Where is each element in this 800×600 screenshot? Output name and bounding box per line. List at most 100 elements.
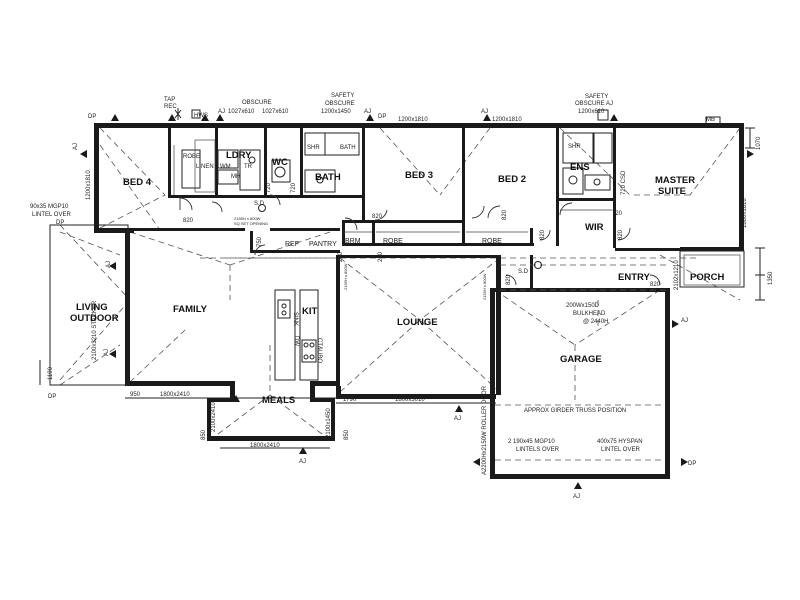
note-bulkhead: BULKHEAD [573,311,606,317]
note-door-width: 720 [266,182,272,193]
note-obscure: OBSCURE AJ [575,101,613,107]
hws-box [597,109,609,121]
room-garage: GARAGE [560,354,602,365]
room-meals: MEALS [262,395,295,406]
room-pantry: PANTRY [309,241,337,248]
note-aj: AJ [106,261,112,268]
room-robe-bed3: ROBE [383,238,403,245]
note-dim: 950 [130,392,141,398]
note-dp: DP [688,461,696,467]
note-opening: SQ SET OPENING [234,221,268,226]
note-window-size: 1200x1810 [492,117,522,123]
note-window-size: 1200x1450 [321,109,351,115]
note-bulkhead: @ 2440H [583,319,608,325]
label-bath-fixture: BATH [340,145,356,151]
note-aj: AJ [218,109,225,115]
note-lintel: 90x35 MGP10 [30,204,69,210]
room-brm: BRM [345,238,361,245]
note-dim: 200 [378,251,384,262]
note-opening: 2155H x 800W [482,273,487,300]
note-obscure: OBSCURE [242,100,272,106]
note-door-width: 720 [291,182,297,193]
note-dim: 1070 [756,136,762,150]
note-door-width: 720 [612,211,623,217]
note-obscure: OBSCURE [325,101,355,107]
note-door-width: 820 [183,218,194,224]
note-door-width: 720 CSD [621,170,627,195]
smoke-detectors [174,108,721,269]
note-opening: 2155H x 800W [234,216,261,221]
note-door-width: 820 [618,229,624,240]
label-ref: REF [285,241,299,248]
note-mb: MB [706,117,715,123]
note-aj: AJ [73,143,79,150]
note-dim: 1800x2410 [160,392,190,398]
note-girder: APPROX GIRDER TRUSS POSITION [524,408,626,414]
room-master-suite-line1: MASTER [655,175,695,186]
annotations: TAP REC HWS AJ AJ AJ AJ AJ AJ AJ AJ AJ A… [30,93,774,500]
room-master-suite-line2: SUITE [658,186,686,197]
room-labels: BED 4 ROBE LINEN LDRY WM TR MH WC BATH B… [70,144,724,406]
hws-box [191,109,201,119]
note-dim: 2100x1450 [326,408,332,438]
note-window-size: 1027x610 [228,109,255,115]
label-ensuite-shower: SHR [568,144,581,150]
smoke-detector-icon [258,204,266,212]
room-wc: WC [272,157,288,168]
note-smoke-detector: S.D [254,201,265,207]
note-aj: AJ [481,109,488,115]
garage-details [495,254,741,461]
note-dim: 1350 [768,271,774,285]
aj-markers [80,114,754,489]
room-robe: ROBE [183,154,200,160]
note-dp: DP [48,394,56,400]
note-aj: AJ [364,109,371,115]
room-family: FAMILY [173,304,208,315]
note-dim: 1190 [48,366,54,380]
note-lintel: LINTEL OVER [32,212,71,218]
interior-walls [49,128,683,386]
room-bed-4: BED 4 [123,177,152,188]
label-dishwasher: DW [293,336,299,346]
smoke-detector-icon [534,261,542,269]
label-sink: SINK [292,312,298,326]
note-aj: AJ [573,494,580,500]
hws-icon [174,108,182,120]
room-bed-3: BED 3 [405,170,433,181]
room-entry: ENTRY [618,272,651,283]
note-porch-dim: 2102x1210 [674,260,680,290]
door-swings [179,194,661,286]
meter-box [705,116,721,126]
label-cooktop: CT&UBO [316,338,322,363]
note-bulkhead: 200Wx150D [566,303,600,309]
note-door-width: 750 [257,236,263,247]
note-lintels: 2 190x45 MGP10 [508,439,555,445]
note-window-size: 1027x610 [262,109,289,115]
note-hws: HWS [194,113,208,119]
label-mh: MH [231,174,240,180]
note-stacker: 2100x3210 STACKER [92,300,98,360]
note-safety: SAFETY [331,93,354,99]
note-hyspan: 400x75 HYSPAN [597,439,643,445]
note-dim: 200 [338,251,344,262]
note-aj: AJ [681,318,688,324]
room-kitchen: KIT [302,306,318,317]
note-roller-door: A2200Hx2150W ROLLER DOOR [482,385,488,475]
note-dim: 1800x3010 [395,397,425,403]
note-smoke-detector: S.D [518,269,529,275]
note-door-width: 820 [540,229,546,240]
label-washing-machine: WM [220,164,231,170]
room-wir: WIR [585,222,604,233]
room-laundry: LDRY [226,150,252,161]
room-bath: BATH [315,172,341,183]
label-shower: SHR [307,145,320,151]
room-porch: PORCH [690,272,724,283]
room-ensuite: ENS [570,162,590,173]
room-living-outdoor-line2: OUTDOOR [70,313,119,324]
note-door-width: 820 [506,274,512,285]
note-window-size: 1200x1810 [398,117,428,123]
note-dp: DP [56,220,64,226]
note-dim: 1200x1810 [86,170,92,200]
room-bed-2: BED 2 [498,174,526,185]
